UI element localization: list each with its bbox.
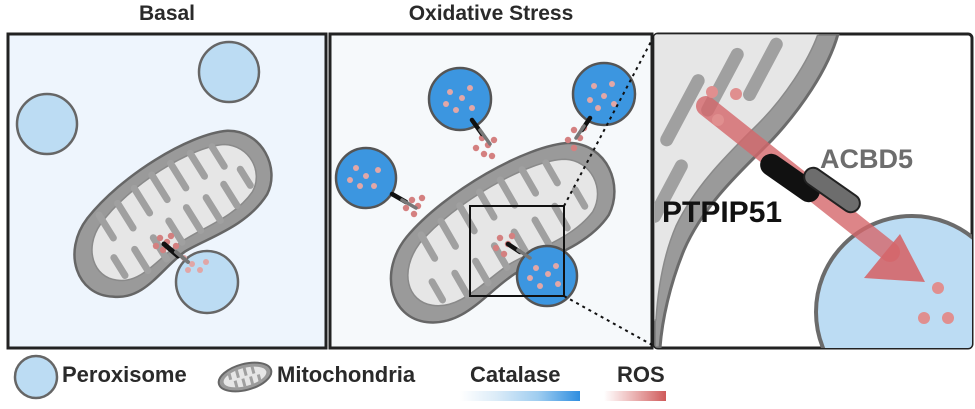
ptpip51-tether	[760, 153, 820, 203]
legend-ros-label: ROS	[617, 362, 665, 387]
zoom-panel	[652, 32, 974, 350]
basal-panel-title: Basal	[138, 2, 196, 25]
acbd5-label: ACBD5	[820, 144, 914, 174]
zoom-mitochondrion-interior	[654, 34, 820, 321]
legend-catalase-label: Catalase	[470, 362, 561, 387]
ros-gradient-bar	[604, 391, 666, 401]
oxidative-stress-panel-title: Oxidative Stress	[408, 2, 574, 25]
legend-peroxisome-label: Peroxisome	[62, 362, 187, 387]
zoom-guide-lines	[563, 35, 655, 347]
zoom-ros-dots	[706, 86, 954, 324]
zoom-peroxisome	[814, 214, 972, 348]
ros-clusters-stress	[402, 124, 588, 258]
mitochondrion-basal	[73, 129, 273, 298]
mitochondrion-stress	[389, 141, 616, 324]
ptpip51-label: PTPIP51	[662, 196, 783, 229]
oxidative-stress-panel	[328, 32, 654, 350]
acbd5-tether	[803, 166, 861, 214]
mitochondria-legend-icon	[217, 361, 273, 393]
catalase-gradient-bar	[460, 391, 580, 401]
legend-mitochondria-label: Mitochondria	[277, 362, 416, 387]
tether-basal	[161, 241, 190, 264]
peroxisome-basal-2	[197, 40, 261, 104]
tethers-stress	[389, 115, 593, 260]
zoom-region-box	[469, 205, 565, 297]
peroxisome-stress-4	[515, 244, 579, 308]
peroxisome-stress-2	[427, 66, 493, 132]
peroxisome-stress-1	[334, 146, 398, 210]
peroxisome-basal-1	[15, 92, 79, 156]
peroxisome-stress-3	[571, 61, 637, 127]
basal-panel	[6, 32, 328, 350]
peroxisome-legend-icon	[13, 354, 59, 400]
